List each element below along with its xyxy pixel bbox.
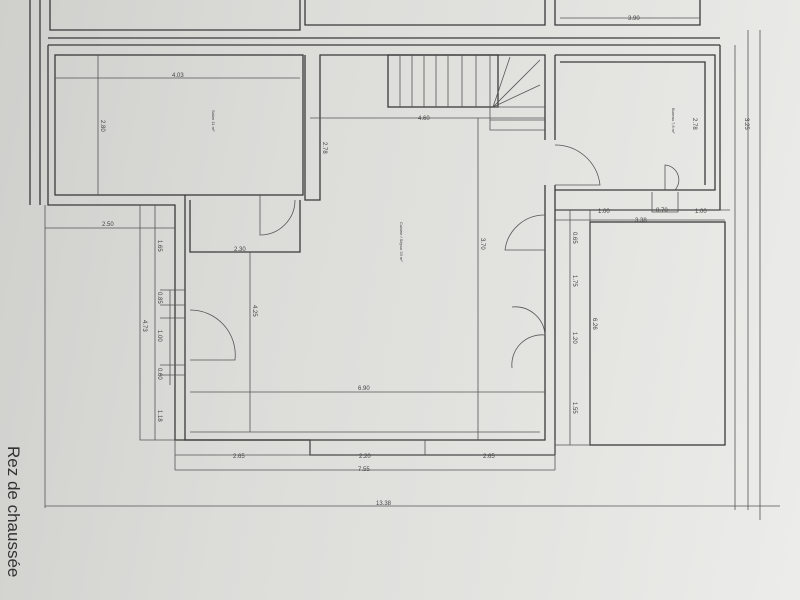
dim-hall-height: 2.78 <box>321 142 327 154</box>
room-label-left: Salon 11 m² <box>211 110 216 132</box>
staircase[interactable] <box>387 54 545 131</box>
right-annex <box>555 30 761 520</box>
dim-overall-width: 13.38 <box>376 501 392 507</box>
bottom-dimension-lines <box>45 440 780 507</box>
dim-right-box-height: 6.26 <box>591 318 597 330</box>
top-strip <box>29 0 720 205</box>
dim-bottom-total: 7.55 <box>358 467 370 473</box>
left-room <box>54 54 304 196</box>
door-right-room <box>554 144 601 186</box>
dim-left-room-height: 2.80 <box>99 120 105 132</box>
dim-left-seg-1: 1.65 <box>156 240 162 252</box>
dim-right-box-width: 3.38 <box>635 218 647 224</box>
dim-left-seg-2: 0.85 <box>156 292 162 304</box>
dim-left-annex-height: 4.73 <box>141 320 147 332</box>
dim-left-room-width: 4.03 <box>172 73 184 79</box>
dim-right-door: 0.70 <box>656 208 668 214</box>
dim-right-outer-height: 3.25 <box>743 118 749 130</box>
door-left <box>189 309 236 361</box>
room-label-main: Cuisine / Séjour 33 m² <box>399 222 404 262</box>
dim-top-right-width: 3.90 <box>628 16 640 22</box>
dim-inner-room-width: 2.30 <box>234 247 246 253</box>
left-annex <box>44 205 185 508</box>
dim-left-seg-3: 1.00 <box>156 330 162 342</box>
dim-bottom-right: 2.65 <box>483 454 495 460</box>
doors <box>189 144 680 369</box>
dim-right-seg-3: 0.65 <box>571 232 577 244</box>
dim-stair-width: 4.60 <box>418 116 430 122</box>
door-inner <box>259 195 296 236</box>
dim-inner-room-height: 4.25 <box>251 305 257 317</box>
dim-right-room-height: 2.78 <box>691 118 697 130</box>
dim-main-room-width: 6.90 <box>358 386 370 392</box>
dim-right-seg-5: 1.20 <box>571 332 577 344</box>
dim-right-seg-4: 1.75 <box>571 275 577 287</box>
dim-bottom-left: 2.65 <box>233 454 245 460</box>
inner-room <box>189 200 545 433</box>
dim-right-seg-6: 1.55 <box>571 402 577 414</box>
dim-right-seg-2: 1.00 <box>695 209 707 215</box>
dim-main-room-height: 3.70 <box>479 238 485 250</box>
door-main-right <box>504 214 546 251</box>
dim-left-seg-5: 1.18 <box>156 410 162 422</box>
double-door <box>511 306 546 369</box>
dim-right-seg-1: 1.00 <box>598 209 610 215</box>
plan-title: Rez de chaussée <box>4 446 23 577</box>
door-wc <box>664 164 680 191</box>
dim-bottom-mid: 2.20 <box>359 454 371 460</box>
dim-left-annex-width: 2.50 <box>102 222 114 228</box>
dim-left-seg-4: 0.60 <box>156 368 162 380</box>
exterior-walls <box>47 45 721 456</box>
room-label-right: Bureau 7,6 m² <box>671 108 676 134</box>
